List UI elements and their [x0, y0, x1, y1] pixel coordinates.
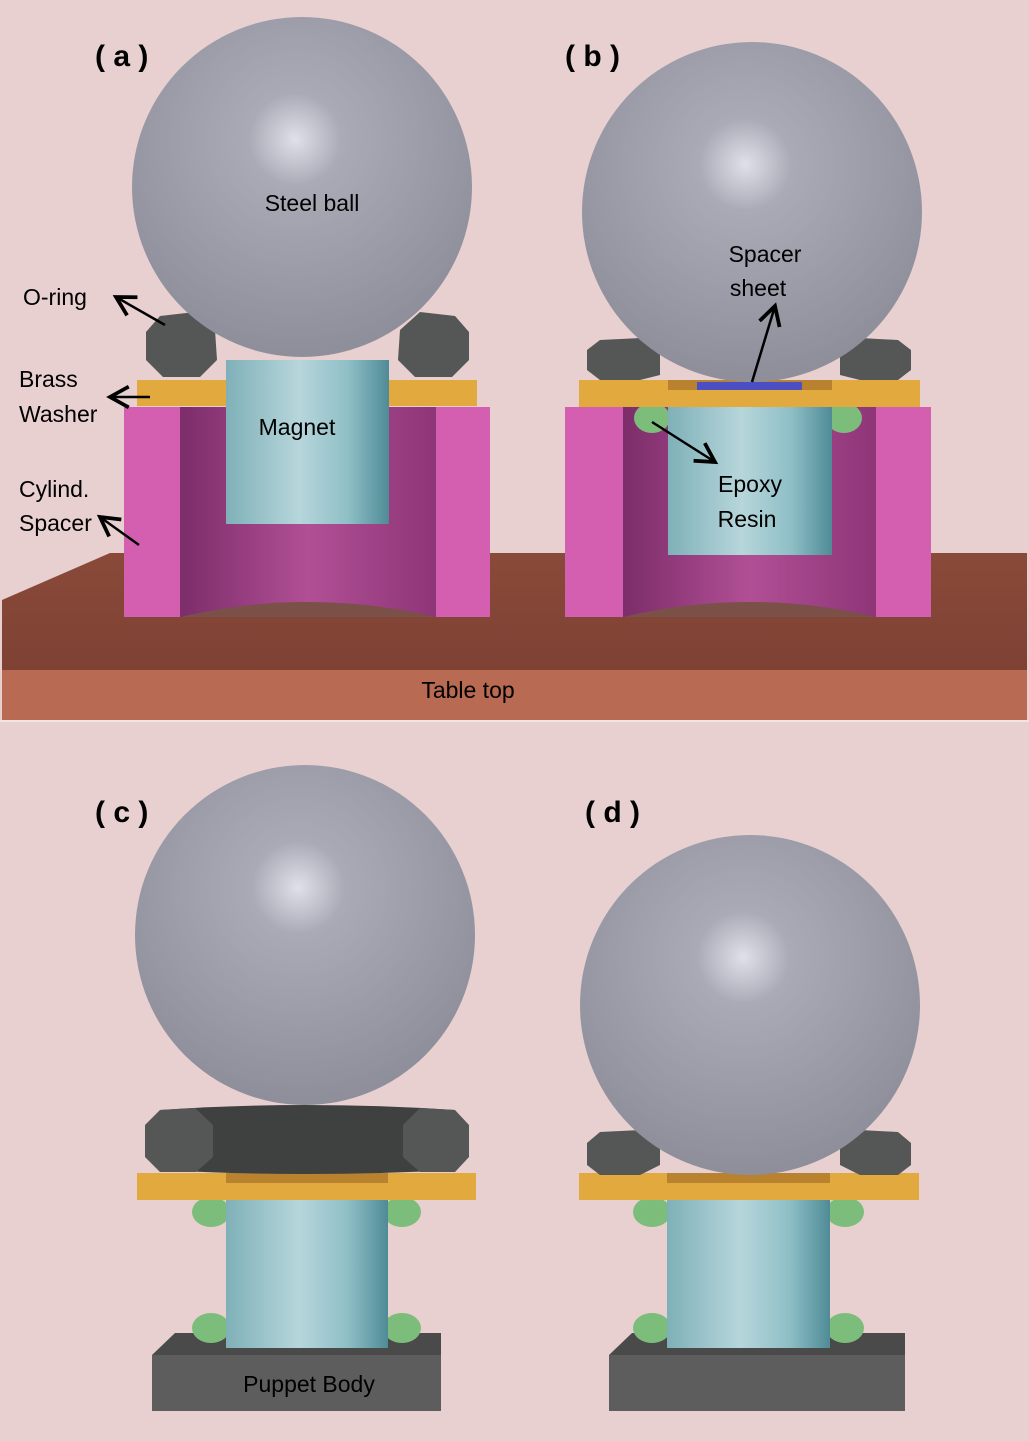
brass-washer-label-line2: Washer: [19, 401, 98, 427]
cylindrical-spacer-right-wall: [436, 407, 490, 617]
epoxy-blob-lower-left: [633, 1313, 671, 1343]
epoxy-blob-left: [634, 403, 670, 433]
steel-ball: [582, 42, 922, 382]
spacer-bottom-arc: [180, 602, 436, 617]
o-ring-arrow: [112, 295, 166, 327]
panel-b: [565, 42, 931, 617]
puppet-body-front: [152, 1355, 441, 1411]
steel-ball: [132, 17, 472, 357]
o-ring-right: [840, 1130, 911, 1175]
epoxy-resin-arrow: [651, 420, 719, 465]
epoxy-blob-upper-left: [192, 1197, 230, 1227]
epoxy-blob-lower-right: [383, 1313, 421, 1343]
o-ring-left: [587, 1130, 660, 1175]
panel-label-a: ( a ): [95, 40, 148, 73]
panel-label-d: ( d ): [585, 796, 640, 829]
cylindrical-spacer-right-wall: [876, 407, 931, 617]
magnet-label: Magnet: [259, 414, 336, 440]
epoxy-blob-lower-right: [826, 1313, 864, 1343]
magnet: [226, 1183, 388, 1348]
epoxy-blob-upper-left: [633, 1197, 671, 1227]
steel-ball: [135, 765, 475, 1105]
table-top-label: Table top: [421, 677, 514, 703]
cylindrical-spacer-left-wall: [124, 407, 180, 617]
spacer-sheet-label-line1: Spacer: [729, 241, 802, 267]
epoxy-blob-right: [826, 403, 862, 433]
brass-washer-hole: [667, 1173, 830, 1183]
cylind-spacer-arrow: [96, 514, 140, 547]
magnet: [668, 390, 832, 555]
panel-a: [124, 17, 490, 617]
magnet: [667, 1183, 830, 1348]
spacer-sheet-arrow: [750, 302, 782, 383]
brass-washer-label-line1: Brass: [19, 366, 78, 392]
o-ring-right: [840, 338, 911, 380]
o-ring-right: [403, 1108, 469, 1172]
cylind-spacer-label-line1: Cylind.: [19, 476, 89, 502]
epoxy-resin-label-line1: Epoxy: [718, 471, 782, 497]
epoxy-blob-upper-right: [383, 1197, 421, 1227]
o-ring-left: [587, 338, 660, 380]
cylindrical-spacer-left-wall: [565, 407, 623, 617]
epoxy-resin-label-line2: Resin: [718, 506, 777, 532]
spacer-bottom-arc: [623, 602, 876, 617]
steel-ball-label: Steel ball: [265, 190, 360, 216]
puppet-body-front: [609, 1355, 905, 1411]
brass-washer-hole: [226, 1173, 388, 1183]
magnet: [226, 360, 389, 524]
steel-ball: [580, 835, 920, 1175]
spacer-sheet: [697, 382, 802, 390]
o-ring-left: [145, 1108, 213, 1172]
epoxy-blob-upper-right: [826, 1197, 864, 1227]
brass-washer-left: [137, 380, 226, 406]
scene-divider: [0, 720, 1029, 722]
cylind-spacer-label-line2: Spacer: [19, 510, 92, 536]
panel-label-c: ( c ): [95, 796, 148, 829]
puppet-body-label: Puppet Body: [243, 1371, 375, 1397]
epoxy-blob-lower-left: [192, 1313, 230, 1343]
panel-d: [579, 835, 920, 1411]
brass-washer-right: [389, 380, 477, 406]
o-ring-left: [146, 312, 217, 377]
spacer-sheet-label-line2: sheet: [730, 275, 787, 301]
o-ring-label: O-ring: [23, 284, 87, 310]
table-top-front: [2, 670, 1027, 720]
panel-c: Puppet Body: [135, 765, 476, 1411]
o-ring-band: [160, 1105, 455, 1174]
o-ring-right: [398, 312, 469, 377]
panel-label-b: ( b ): [565, 40, 620, 73]
